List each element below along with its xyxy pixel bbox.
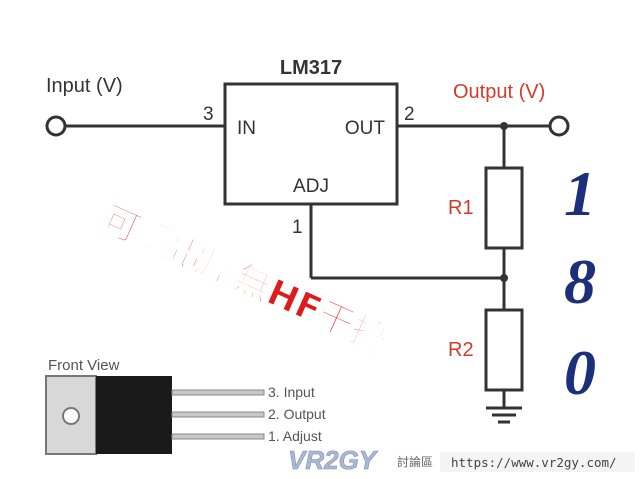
watermark-url: https://www.vr2gy.com/ [451,455,617,470]
watermark-logo: VR2GY [288,445,379,475]
pin-label-input: 3. Input [268,384,315,400]
adj-junction [500,274,508,282]
chinese-caption: 可調電壓無HF干擾 [96,199,394,362]
pin-in-label: IN [237,118,256,139]
number-8: 8 [564,246,596,317]
output-terminal [548,115,570,137]
watermark-url-bg [440,452,635,472]
output-label: Output (V) [453,81,545,103]
input-terminal [45,115,67,137]
watermark-forum: 討論區 [397,454,433,469]
pin2-number: 2 [404,104,415,125]
r1-resistor [484,166,524,250]
pin3-number: 3 [203,104,214,125]
watermark: VR2GY 討論區 https://www.vr2gy.com/ [288,445,635,475]
package-pins [171,389,265,440]
input-label: Input (V) [46,75,123,97]
pin-adj-label: ADJ [293,176,329,197]
number-0: 0 [564,337,596,408]
package-mount-hole [62,407,80,425]
pin-label-output: 2. Output [268,406,326,422]
r2-label: R2 [448,339,474,361]
r1-label: R1 [448,197,474,219]
pin-out-label: OUT [345,118,386,139]
ground-symbol [486,406,522,424]
package-body [96,376,172,454]
ic-name: LM317 [280,57,342,79]
front-view-title: Front View [48,357,120,374]
pin1-number: 1 [292,217,303,238]
r2-resistor [484,308,524,392]
number-1: 1 [564,158,596,229]
pin-label-adjust: 1. Adjust [268,428,322,444]
